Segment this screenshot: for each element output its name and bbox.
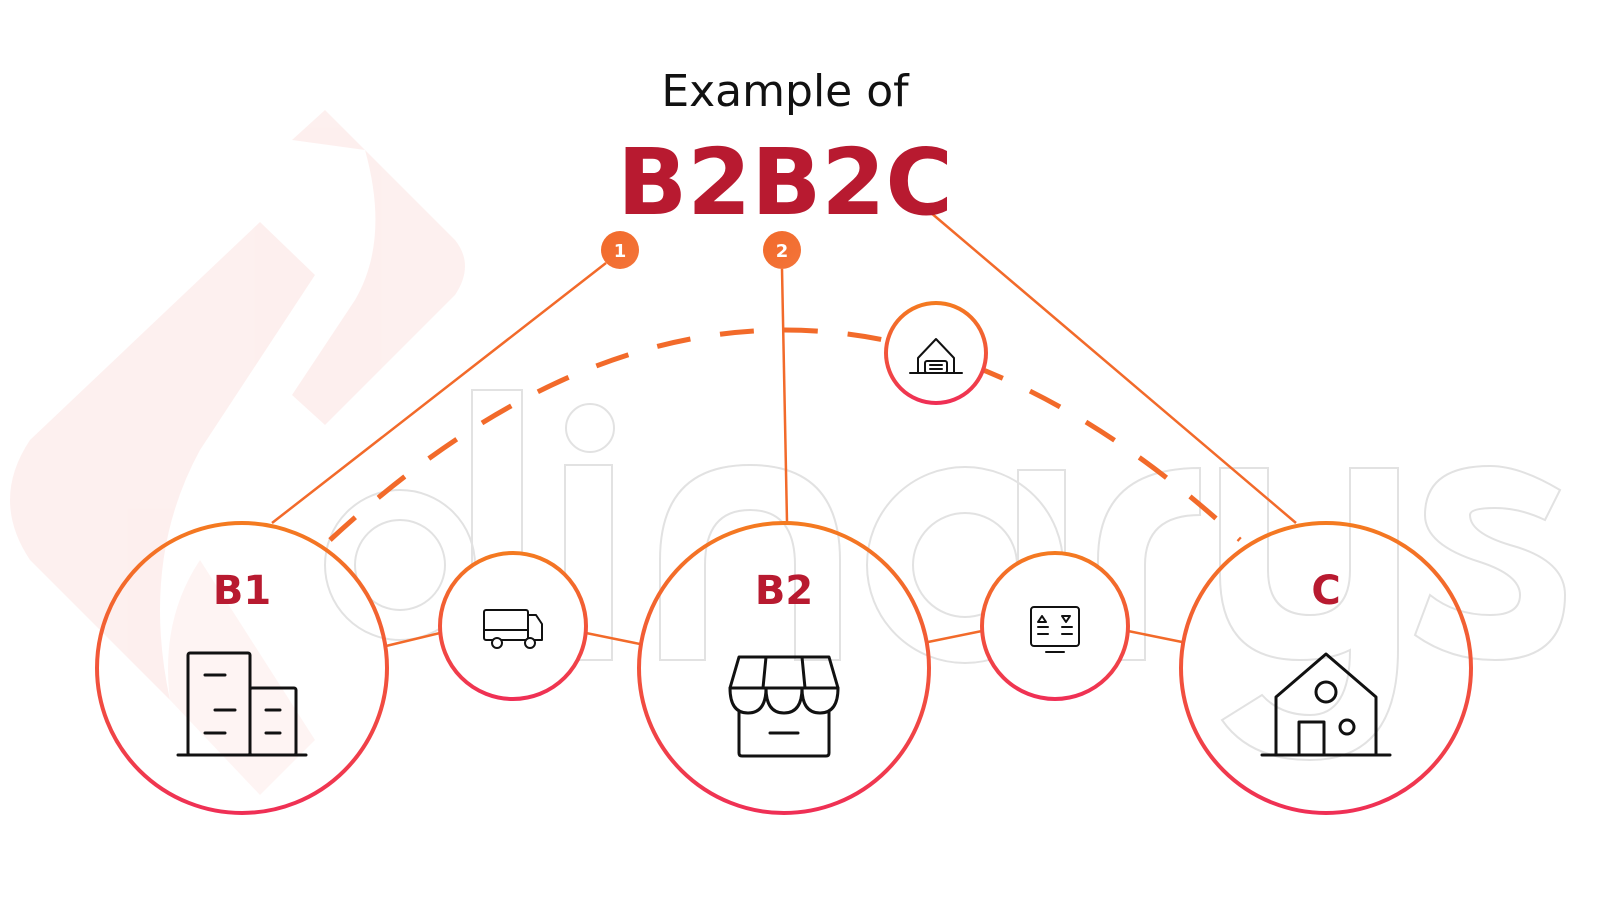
warehouse-node — [884, 301, 988, 405]
title-subtitle: Example of — [661, 66, 910, 117]
badge-1-label: 1 — [614, 241, 627, 262]
monitor-listing-icon — [1030, 606, 1080, 653]
node-b1: B1 — [95, 521, 389, 815]
line-b1-truck — [385, 631, 441, 648]
delivery-truck-icon — [483, 609, 543, 649]
title-main: B2B2C — [617, 129, 953, 236]
line-badge1-b1 — [271, 262, 607, 524]
node-b2-label: B2 — [755, 568, 813, 614]
node-c-label: C — [1311, 568, 1340, 614]
storefront-icon — [728, 655, 840, 758]
node-b1-label: B1 — [213, 568, 271, 614]
logistics-node — [438, 551, 588, 701]
badge-2-label: 2 — [776, 241, 789, 262]
logo-watermark — [10, 110, 465, 795]
office-buildings-icon — [176, 651, 308, 757]
node-b2: B2 — [637, 521, 931, 815]
house-icon — [1260, 652, 1392, 757]
line-badge2-b2 — [780, 268, 789, 523]
badge-1: 1 — [601, 231, 639, 269]
marketplace-node — [980, 551, 1130, 701]
badge-2: 2 — [763, 231, 801, 269]
warehouse-icon — [909, 338, 963, 374]
connector-lines — [271, 211, 1297, 648]
line-monitor-c — [1127, 629, 1183, 644]
line-truck-b2 — [585, 631, 641, 646]
dashed-arc — [328, 327, 1242, 542]
node-c: C — [1179, 521, 1473, 815]
line-title-c — [929, 211, 1297, 524]
line-b2-monitor — [927, 629, 983, 644]
